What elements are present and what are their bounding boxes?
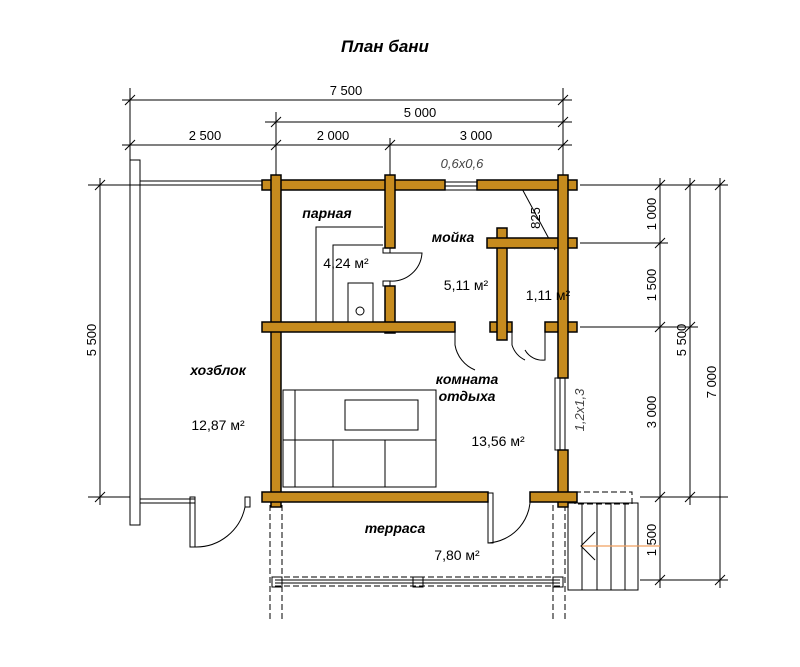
room-area-komnata: 13,56 м² bbox=[471, 433, 525, 449]
room-area-terrasa: 7,80 м² bbox=[434, 547, 480, 563]
window-size-right: 1,2x1,3 bbox=[572, 388, 587, 431]
room-name-komnata: комната bbox=[436, 371, 499, 387]
log-walls bbox=[261, 174, 578, 508]
dim-right-3: 3 000 bbox=[644, 396, 659, 429]
room-name-hozblok: хозблок bbox=[189, 362, 247, 378]
dim-right-total: 7 000 bbox=[704, 366, 719, 399]
dim-hozblok-width: 2 500 bbox=[189, 128, 222, 143]
dim-total-width: 7 500 bbox=[330, 83, 363, 98]
dim-left-height: 5 500 bbox=[84, 324, 99, 357]
dim-parnaya-width: 2 000 bbox=[317, 128, 350, 143]
plan-title: План бани bbox=[341, 37, 429, 56]
room-area-hozblok: 12,87 м² bbox=[191, 417, 245, 433]
dimension-lines bbox=[88, 88, 728, 588]
dim-moika-width: 3 000 bbox=[460, 128, 493, 143]
dim-house-width: 5 000 bbox=[404, 105, 437, 120]
dim-right-2: 1 500 bbox=[644, 269, 659, 302]
dim-right-1: 1 000 bbox=[644, 198, 659, 231]
terrace-structure bbox=[269, 491, 660, 620]
dim-niche: 825 bbox=[528, 207, 543, 229]
room-area-parnaya: 4,24 м² bbox=[323, 255, 369, 271]
hozblok-structure bbox=[129, 159, 265, 548]
room-area-small: 1,11 м² bbox=[526, 287, 571, 303]
room-name-parnaya: парная bbox=[302, 205, 351, 221]
room-area-moika: 5,11 м² bbox=[444, 277, 489, 293]
room-name-moika: мойка bbox=[432, 229, 475, 245]
window-size-top: 0,6x0,6 bbox=[441, 156, 484, 171]
room-name-otdyha: отдыха bbox=[439, 388, 496, 404]
room-name-terrasa: терраса bbox=[365, 520, 426, 536]
dim-right-4: 1 500 bbox=[644, 524, 659, 557]
dim-right-house: 5 500 bbox=[674, 324, 689, 357]
